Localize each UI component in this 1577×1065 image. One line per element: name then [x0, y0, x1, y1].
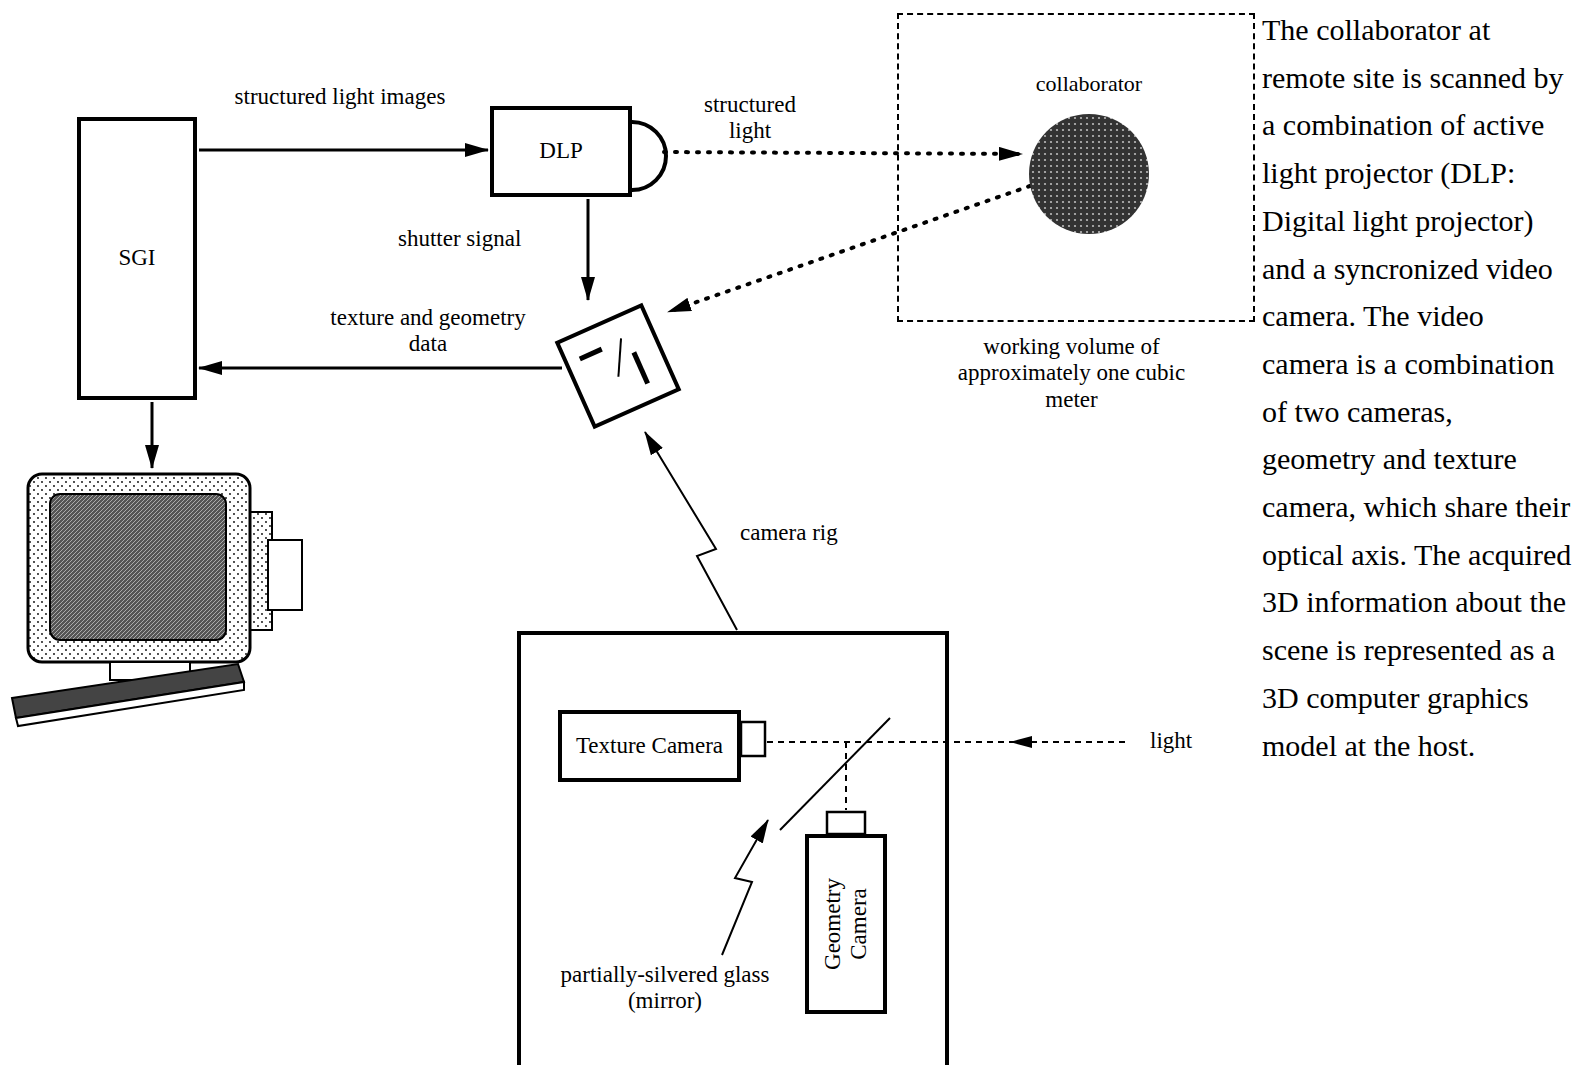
collaborator-figure	[1024, 109, 1154, 239]
light-arrowhead	[1010, 736, 1032, 748]
camera-rig-housing	[519, 633, 947, 1065]
connector	[199, 149, 488, 152]
camera-lens	[827, 812, 865, 834]
data-arrow	[199, 367, 562, 370]
node-label: collaborator	[994, 71, 1184, 96]
node-label: working volume of approximately one cubi…	[949, 334, 1194, 413]
camera-box: Texture Camera	[558, 710, 741, 782]
edge-label: structured light	[690, 92, 810, 145]
signal-arrow	[587, 199, 590, 300]
node-label: Geometry Camera	[820, 844, 873, 1004]
node-label: Texture Camera	[576, 733, 723, 759]
node-label: SGI	[118, 245, 155, 271]
signal-label: shutter signal	[398, 226, 574, 252]
reflected-light	[668, 186, 1030, 312]
computer-box: SGI	[77, 117, 197, 400]
projector-box: DLP	[490, 106, 632, 197]
display-arrow	[151, 402, 154, 468]
node-label: DLP	[539, 138, 582, 164]
callout-label: camera rig	[740, 520, 880, 546]
light-path	[767, 741, 1125, 743]
camera-icon	[557, 305, 678, 426]
monitor-icon	[12, 474, 302, 726]
light-label: light	[1150, 728, 1210, 754]
collaborator-figure	[1029, 114, 1149, 234]
leader-line	[722, 820, 768, 955]
description-text: The collaborator at remote site is scann…	[1262, 6, 1573, 769]
edge-label: structured light images	[220, 84, 460, 110]
mirror	[780, 718, 890, 830]
collaborator-circle: collaborator	[1024, 67, 1154, 239]
data-label: texture and geometry data	[318, 305, 538, 358]
camera-lens	[741, 722, 765, 756]
projector-lens	[632, 122, 666, 190]
leader-line	[645, 432, 737, 630]
connector	[664, 152, 1022, 154]
callout-label: partially-silvered glass (mirror)	[540, 962, 790, 1015]
camera-box: Geometry Camera	[805, 834, 887, 1014]
light-path	[845, 742, 847, 810]
working-volume: working volume of approximately one cubi…	[897, 13, 1255, 322]
